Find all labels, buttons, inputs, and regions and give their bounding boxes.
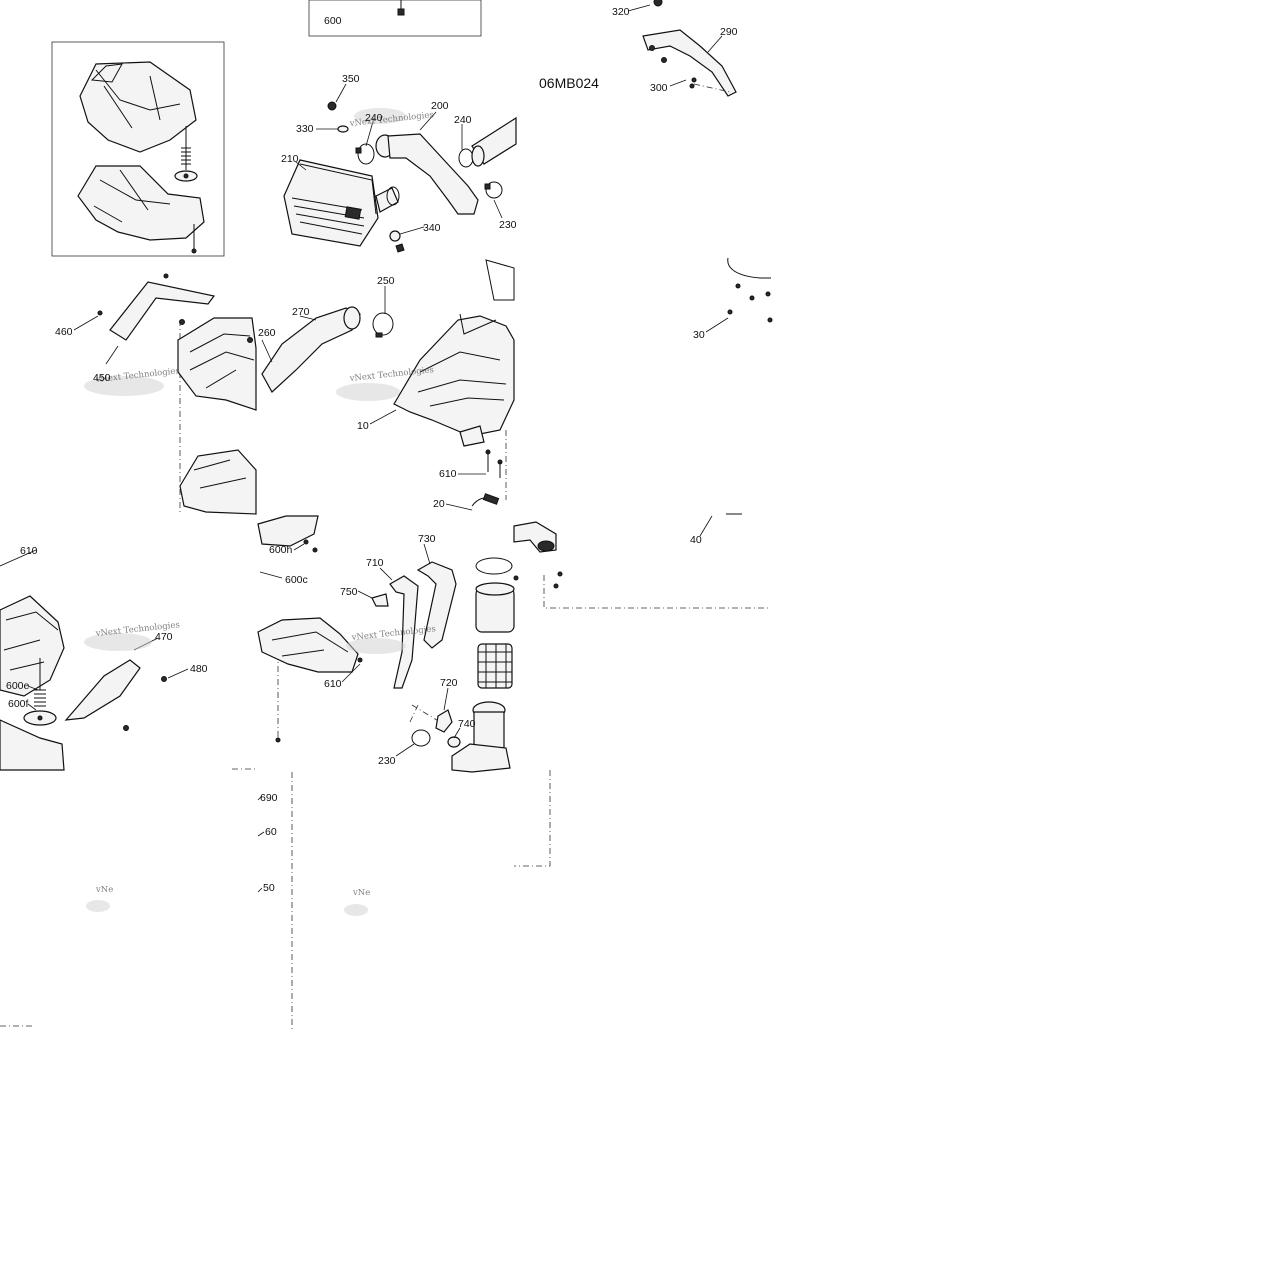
callout-labels: 600 320 290 300 350 240 200 330 210 240 … [6, 6, 738, 894]
clamp-230-lower [411, 729, 431, 747]
hose-730 [416, 561, 457, 649]
callout-label: 740 [458, 718, 476, 730]
callout-label: 60 [265, 826, 277, 838]
filter-cage [477, 643, 513, 689]
air-box-lower-center [257, 617, 363, 743]
screw-600 [397, 0, 405, 16]
clamp-330-350 [327, 101, 375, 165]
callout-label: 470 [155, 631, 173, 643]
callout-label: 460 [55, 326, 73, 338]
callout-label: 600 [324, 15, 342, 27]
bracket-290 [642, 0, 737, 97]
air-box-lower-left-far [0, 595, 65, 771]
air-box-housing-10 [393, 259, 515, 478]
callout-label: 750 [340, 586, 358, 598]
callout-label: 260 [258, 327, 276, 339]
watermark-7: vNe [352, 888, 370, 898]
callout-label: 480 [190, 663, 208, 675]
air-box-inset-upper [79, 61, 197, 153]
callout-label: 10 [357, 420, 369, 432]
callout-label: 610 [439, 468, 457, 480]
callout-label: 600h [269, 544, 293, 556]
callout-label: 710 [366, 557, 384, 569]
callout-label: 50 [263, 882, 275, 894]
air-box-lower-upper [257, 515, 319, 553]
diagram-code: 06MB024 [539, 75, 599, 91]
callout-label: 600c [285, 574, 308, 586]
callout-label: 600f [8, 698, 29, 710]
callout-label: 240 [454, 114, 472, 126]
air-box-middle [177, 317, 257, 411]
callout-label: 450 [93, 372, 111, 384]
callout-label: 610 [20, 545, 38, 557]
callout-label: 200 [431, 100, 449, 112]
grommet-340 [389, 230, 405, 253]
spring-assembly-inset [174, 126, 198, 182]
hose-710 [371, 575, 419, 689]
callout-label: 330 [296, 123, 314, 135]
callout-label: 240 [365, 112, 383, 124]
callout-label: 690 [260, 792, 278, 804]
callout-label: 730 [418, 533, 436, 545]
callout-label: 350 [342, 73, 360, 85]
callout-label: 720 [440, 677, 458, 689]
callout-label: 320 [612, 6, 630, 18]
bracket-460 [97, 273, 216, 341]
valve-720 [435, 709, 461, 748]
air-box-lower-left [179, 449, 257, 515]
callout-label: 340 [423, 222, 441, 234]
callout-label: 270 [292, 306, 310, 318]
spring-assembly-lower [23, 658, 57, 726]
inset-frame-top [308, 0, 482, 37]
callout-label: 40 [690, 534, 702, 546]
clamp-250 [372, 312, 394, 338]
filter-housing [451, 701, 511, 773]
bracket-30 [727, 257, 773, 323]
callout-label: 20 [433, 498, 445, 510]
assembly-line-lower-left [232, 768, 293, 1030]
assembly-line-right [543, 575, 771, 609]
watermark-6: vNe [95, 885, 113, 895]
hose-240 [458, 116, 517, 168]
cover-470 [64, 659, 167, 731]
duct-270 [261, 306, 361, 393]
callout-label: 30 [693, 329, 705, 341]
inset-frame-left [51, 41, 225, 257]
clamp-filter [475, 557, 513, 575]
callout-label: 600e [6, 680, 30, 692]
watermark-smudges [84, 108, 406, 916]
elbow-top [513, 521, 563, 589]
filter-element [475, 582, 515, 633]
callout-label: 210 [281, 153, 299, 165]
callout-label: 300 [650, 82, 668, 94]
callout-label: 250 [377, 275, 395, 287]
air-box-inset-lower [77, 165, 205, 254]
clamp-230 [484, 181, 503, 199]
intercooler-210 [283, 159, 400, 247]
hose-200 [375, 133, 479, 215]
callout-label: 230 [499, 219, 517, 231]
assembly-line-hose [409, 704, 441, 723]
bracket-20 [471, 493, 500, 507]
assembly-line-lower-right [514, 770, 551, 867]
callout-label: 230 [378, 755, 396, 767]
callout-label: 610 [324, 678, 342, 690]
callout-label: 290 [720, 26, 738, 38]
